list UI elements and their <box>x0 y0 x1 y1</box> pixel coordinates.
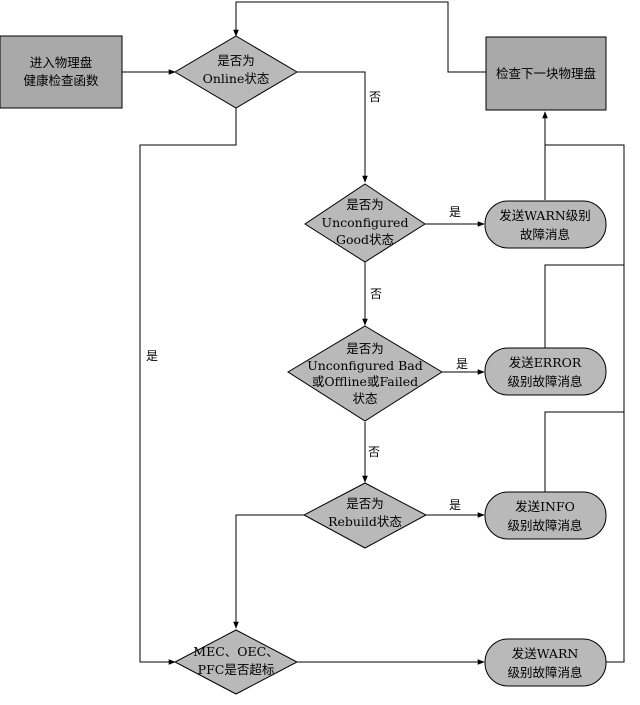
warn2-label-2: 级别故障消息 <box>507 665 582 680</box>
good-label-2: Unconfigured <box>322 215 409 230</box>
error-label-1: 发送ERROR <box>509 355 582 370</box>
warn1-terminal <box>484 200 607 249</box>
edge-rebuild-no <box>233 514 304 629</box>
edge-label-good-no: 否 <box>370 287 382 301</box>
shapes <box>0 35 607 695</box>
good-label-1: 是否为 <box>346 197 384 212</box>
edge-label-rebuild-yes: 是 <box>449 498 461 512</box>
unconfigured-good-decision <box>304 183 426 263</box>
edge-online-yes <box>139 108 237 665</box>
edge-label-online-no: 否 <box>369 90 381 104</box>
warn1-label-2: 故障消息 <box>520 227 570 242</box>
info-label-2: 级别故障消息 <box>507 518 582 533</box>
start-label-1: 进入物理盘 <box>30 55 93 70</box>
online-label-2: Online状态 <box>203 71 270 86</box>
warn2-label-1: 发送WARN <box>512 646 579 661</box>
rebuild-decision <box>302 482 428 549</box>
unconfigured-bad-decision <box>287 325 443 422</box>
edge-warn2-return <box>542 111 625 663</box>
rebuild-label-1: 是否为 <box>346 496 384 511</box>
edge-label-good-yes: 是 <box>449 205 461 219</box>
edge-label-bad-no: 否 <box>368 445 380 459</box>
edge-error-return <box>544 264 624 348</box>
edge-labels: 否 是 是 否 是 否 是 <box>146 90 468 512</box>
threshold-decision <box>173 629 299 695</box>
edge-label-bad-yes: 是 <box>456 357 468 371</box>
bad-label-4: 状态 <box>352 391 377 406</box>
edge-next-disk-loop <box>233 1 486 73</box>
error-terminal <box>484 347 607 396</box>
bad-label-1: 是否为 <box>346 341 384 356</box>
next-disk-box <box>485 36 607 111</box>
edge-label-online-yes: 是 <box>146 349 158 363</box>
warn1-label-1: 发送WARN级别 <box>499 208 591 223</box>
threshold-label-1: MEC、OEC、 <box>193 644 278 659</box>
bad-label-3: 或Offline或Failed <box>312 374 418 389</box>
start-box <box>0 35 123 109</box>
edge-online-no <box>297 71 368 183</box>
bad-label-2: Unconfigured Bad <box>307 358 423 373</box>
rebuild-label-2: Rebuild状态 <box>328 514 402 529</box>
next-disk-label: 检查下一块物理盘 <box>496 66 596 81</box>
threshold-label-2: PFC是否超标 <box>198 662 275 677</box>
connectors <box>122 1 625 665</box>
warn2-terminal <box>484 638 607 687</box>
info-label-1: 发送INFO <box>515 499 575 514</box>
online-decision <box>174 35 298 109</box>
start-label-2: 健康检查函数 <box>23 73 99 88</box>
info-terminal <box>484 491 607 540</box>
node-labels: 进入物理盘 健康检查函数 是否为 Online状态 检查下一块物理盘 是否为 U… <box>23 53 596 680</box>
edge-info-return <box>544 411 624 492</box>
online-label-1: 是否为 <box>217 53 255 68</box>
good-label-3: Good状态 <box>336 232 394 247</box>
error-label-2: 级别故障消息 <box>507 374 582 389</box>
